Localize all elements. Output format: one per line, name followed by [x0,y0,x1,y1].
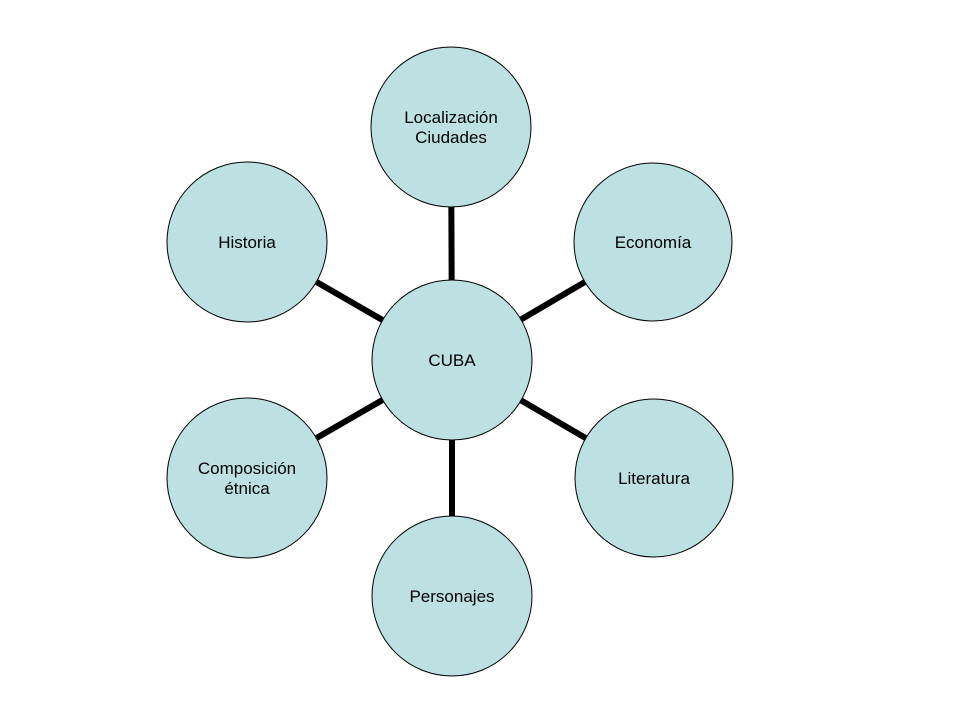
node-personajes-circle [371,515,533,677]
node-literatura: Literatura [574,398,734,558]
node-economia-label: Economía [615,233,692,252]
node-localizacion-circle [370,46,532,208]
connector-composicion [314,397,385,441]
connectors [314,206,588,516]
node-composicion-label: étnica [224,479,270,498]
connector-historia [314,279,385,323]
node-literatura-circle [574,398,734,558]
node-localizacion-label: Ciudades [415,128,487,147]
node-composicion-label: Composición [198,459,296,478]
node-historia-circle [166,161,328,323]
connector-economia [519,279,587,323]
node-economia: Economía [573,162,733,322]
center-node-cuba-circle [371,279,533,441]
node-personajes-label: Personajes [409,587,494,606]
node-historia-label: Historia [218,233,276,252]
node-historia: Historia [166,161,328,323]
center-node-cuba-label: CUBA [428,351,476,370]
node-composicion-circle [166,397,328,559]
nodes: LocalizaciónCiudadesEconomíaLiteraturaPe… [166,46,734,677]
center-node-cuba: CUBA [371,279,533,441]
node-economia-circle [573,162,733,322]
connector-literatura [519,397,588,441]
node-localizacion-label: Localización [404,108,498,127]
node-personajes: Personajes [371,515,533,677]
node-literatura-label: Literatura [618,469,690,488]
